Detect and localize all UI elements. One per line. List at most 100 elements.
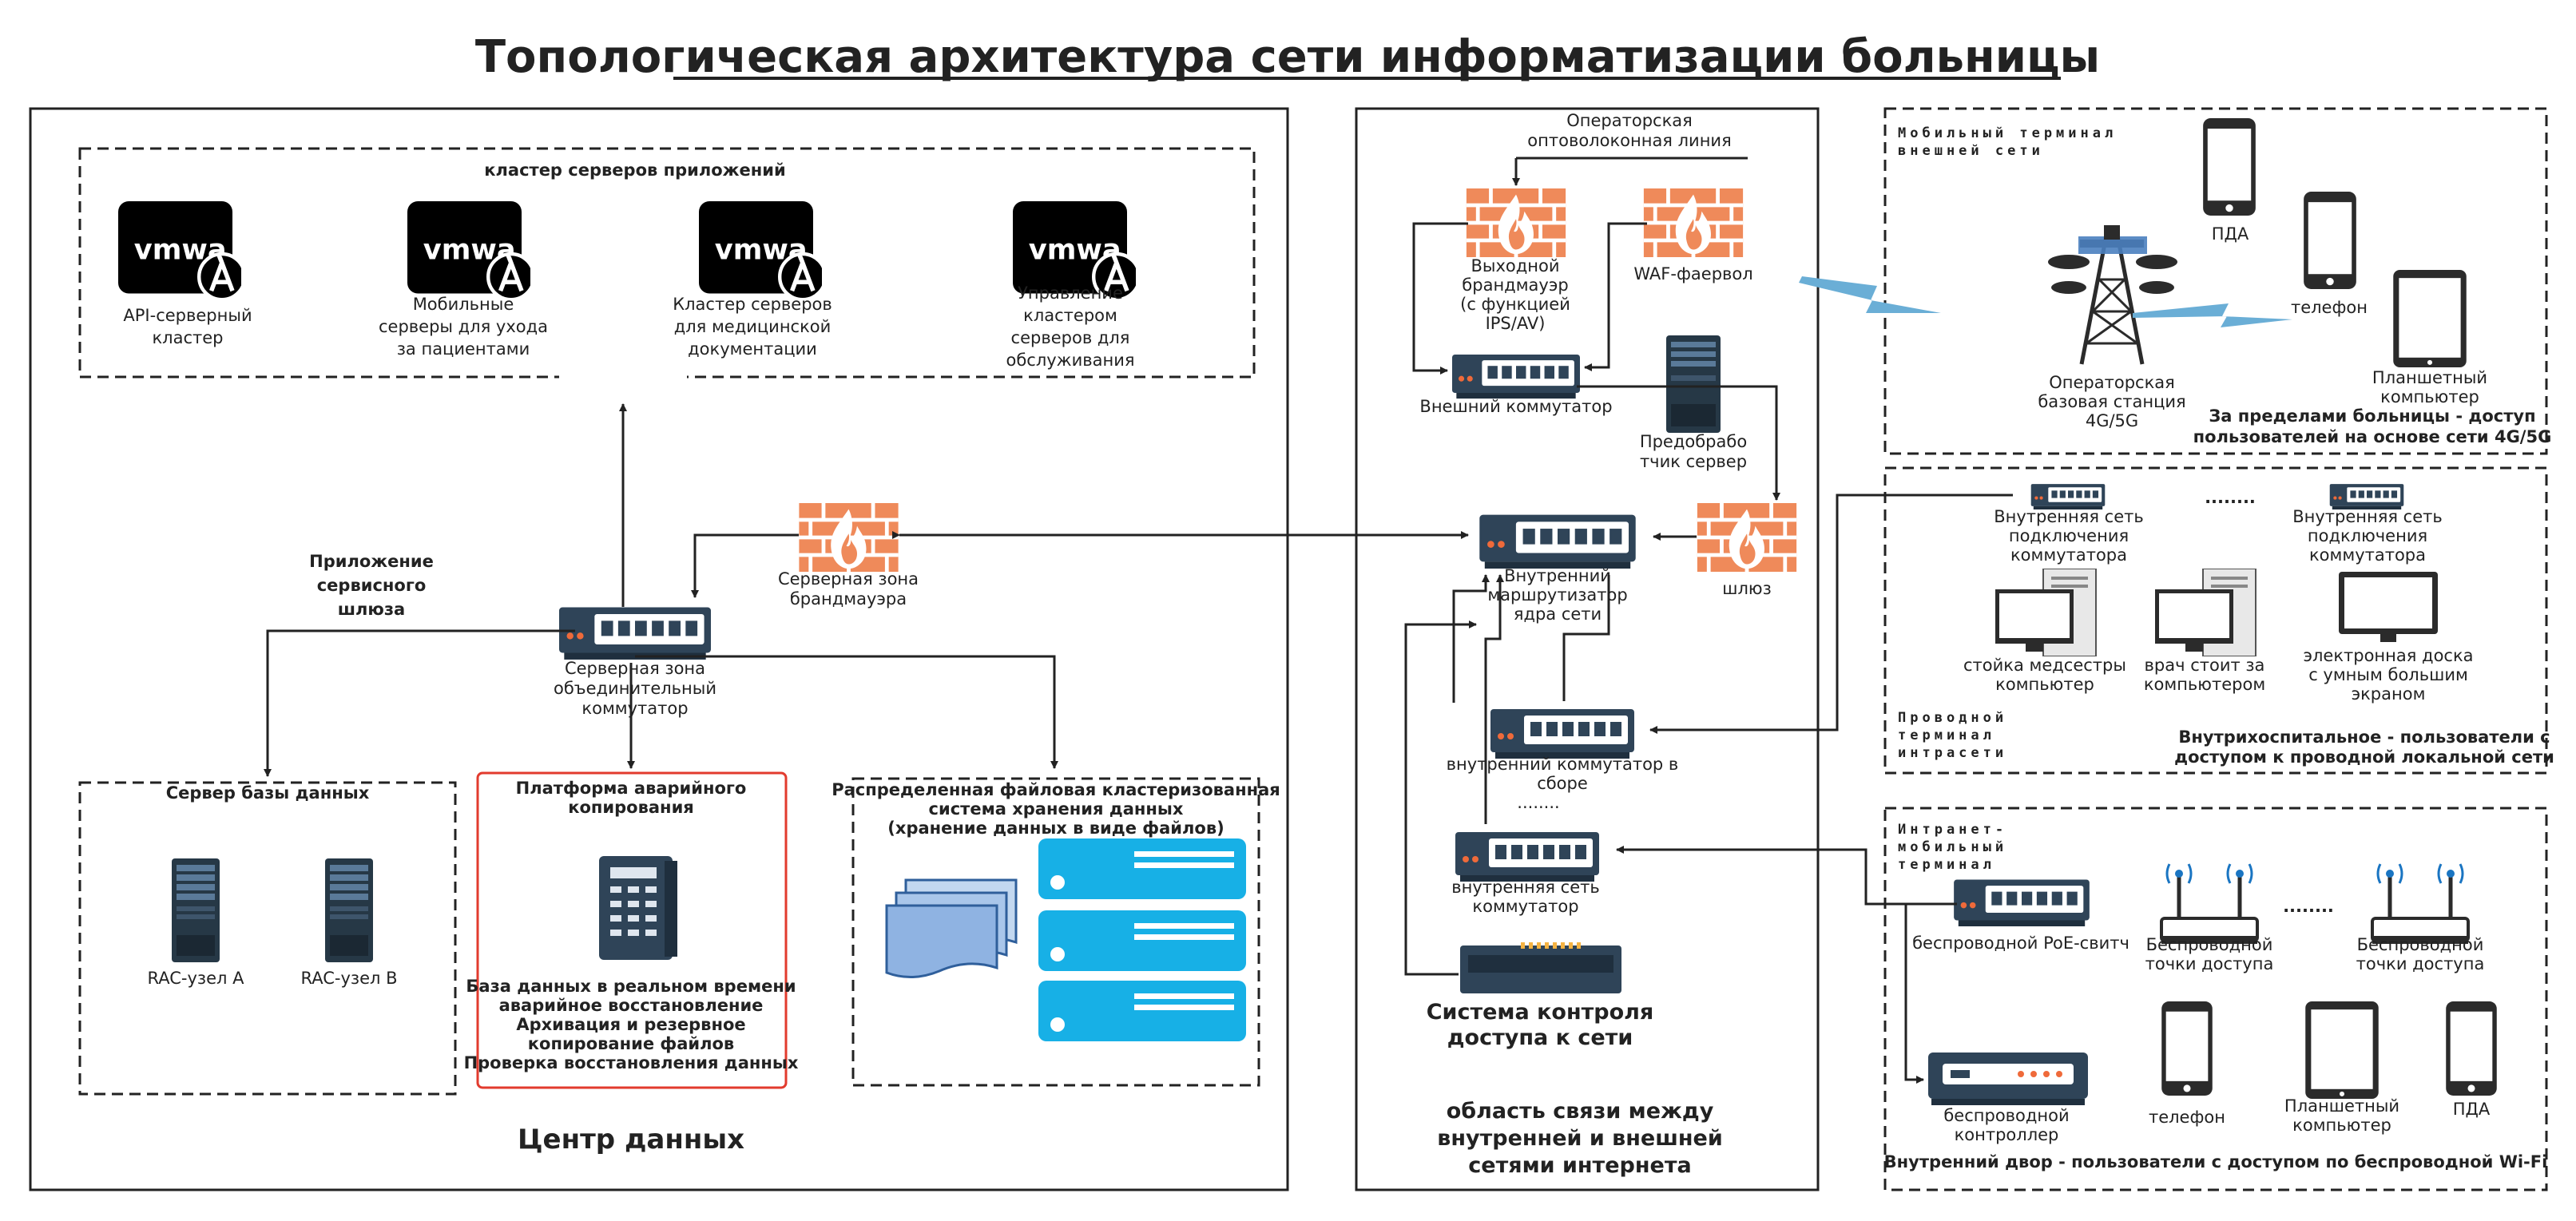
wired-sw2-label: Внутренняя сеть	[2292, 507, 2443, 526]
vm-label-line: серверы для ухода	[379, 317, 548, 336]
ext-switch-label: Внешний коммутатор	[1419, 397, 1612, 416]
db-box-title: Сервер базы данных	[166, 783, 370, 803]
link-wired-agg	[1649, 494, 2013, 734]
wired-terminal-zone	[1883, 466, 2548, 775]
server-zone-firewall: Серверная зона брандмауэра	[778, 503, 919, 609]
rac-node-b: RAC-узел B	[301, 858, 398, 988]
wired-caption: доступом к проводной локальной сети	[2174, 747, 2554, 767]
server-firewall-label: брандмауэра	[790, 589, 907, 609]
backup-title-line: копирования	[568, 798, 694, 817]
ap2-label: Беспроводной	[2357, 935, 2484, 954]
backup-appliance-icon	[599, 856, 677, 960]
board-label: электронная доска	[2303, 646, 2473, 665]
poe-label: беспроводной PoE-свитч	[1912, 934, 2129, 953]
ap1-label: Беспроводной	[2146, 935, 2273, 954]
vm-label-line: документации	[688, 339, 817, 359]
preproc-label: Предобрабо	[1640, 432, 1747, 451]
access-switch-label: внутренняя сеть	[1451, 878, 1600, 897]
egress-fw-label: брандмауэр	[1462, 276, 1568, 295]
wifi-tablet-label: Планшетный	[2284, 1096, 2399, 1116]
vm-label-line: кластером	[1023, 306, 1117, 325]
controller-label: контроллер	[1955, 1125, 2059, 1144]
isp-line-label: оптоволоконная линия	[1527, 131, 1731, 150]
link-egress-switch	[1412, 222, 1468, 375]
boundary-panel	[1355, 107, 1820, 1191]
wired-sw2-label: коммутатора	[2309, 545, 2426, 565]
rac-node-a-label: RAC-узел A	[148, 969, 245, 988]
external-mobile-zone	[1883, 107, 2548, 455]
tablet-device: Планшетный компьютер	[2372, 270, 2487, 406]
backup-line: Проверка восстановления данных	[464, 1053, 799, 1072]
tower-label: базовая станция	[2038, 392, 2185, 411]
vm-cluster-management: Управление кластером серверов для обслуж…	[1006, 201, 1139, 370]
wifi-caption: Внутренний двор - пользователи с доступо…	[1884, 1152, 2548, 1171]
nac-label: Система контроля	[1427, 1000, 1654, 1025]
gateway-label: шлюз	[1722, 579, 1771, 598]
datacenter-title: Центр данных	[518, 1124, 744, 1156]
wired-sw1-label: коммутатора	[2010, 545, 2127, 565]
ap2-label: точки доступа	[2356, 954, 2485, 973]
wired-dots: ........	[2205, 488, 2256, 507]
preprocessor-server: Предобрабо тчик сервер	[1640, 335, 1747, 471]
db-server-box	[78, 781, 457, 1096]
wifi-tag: мобильный	[1898, 839, 2007, 855]
link-access-core	[1484, 574, 1504, 824]
board-label: с умным большим	[2308, 665, 2468, 684]
backup-line: Архивация и резервное	[516, 1015, 745, 1034]
backup-line: База данных в реальном времени	[466, 977, 796, 996]
access-point-1: Беспроводной точки доступа	[2145, 864, 2274, 973]
nac-appliance: Система контроля доступа к сети	[1427, 942, 1654, 1050]
board-label: экраном	[2352, 684, 2426, 704]
wifi-tag: Интранет-	[1898, 822, 2007, 838]
wired-sw2-label: подключения	[2308, 526, 2427, 545]
nurse-station-pc: стойка медсестры компьютер	[1963, 569, 2126, 694]
storage-node-1	[1038, 838, 1246, 899]
backup-title-line: Платформа аварийного	[516, 779, 747, 798]
ap1-label: точки доступа	[2145, 954, 2274, 973]
link-switch-db	[264, 629, 575, 777]
gateway-app-line: шлюза	[338, 600, 405, 619]
agg-switch-label: внутренний коммутатор в	[1447, 755, 1679, 774]
wired-sw1-label: Внутренняя сеть	[1994, 507, 2144, 526]
datacenter-panel	[29, 107, 1289, 1191]
link-agg-core-2	[1562, 575, 1610, 701]
wireless-controller: беспроводной контроллер	[1928, 1053, 2088, 1144]
server-switch-label: объединительный	[554, 679, 716, 698]
vm-medical-docs-cluster: Кластер серверов для медицинской докумен…	[673, 201, 832, 359]
wired-switch-1: Внутренняя сеть подключения коммутатора	[1994, 484, 2144, 565]
server-switch-label: Серверная зона	[565, 659, 705, 678]
vm-mobile-care-servers: Мобильные серверы для ухода за пациентам…	[379, 201, 548, 359]
egress-fw-label: IPS/AV)	[1486, 314, 1546, 333]
gateway-firewall: шлюз	[1697, 503, 1796, 598]
link-waf-switch	[1584, 222, 1647, 371]
ext-mobile-caption: За пределами больницы - доступ	[2209, 406, 2535, 426]
backup-line: копирование файлов	[528, 1034, 734, 1053]
tablet-label: компьютер	[2380, 387, 2479, 406]
link-firewall-switch	[691, 533, 799, 598]
app-cluster-title: кластер серверов приложений	[484, 161, 785, 180]
wired-sw1-label: подключения	[2009, 526, 2129, 545]
vm-label-line: Управление	[1018, 283, 1123, 303]
agg-dots: ........	[1517, 793, 1559, 812]
wifi-tablet-label: компьютер	[2292, 1116, 2391, 1135]
backup-line: аварийное восстановление	[499, 996, 764, 1015]
link-agg-core	[1452, 574, 1490, 703]
link-nac-core	[1404, 620, 1477, 976]
dc-links	[264, 403, 1469, 777]
vm-label-line: обслуживания	[1006, 351, 1134, 370]
cell-tower-icon	[2048, 225, 2177, 365]
egress-firewall: Выходной брандмауэр (с функцией IPS/AV)	[1460, 188, 1570, 333]
poe-switch: беспроводной PoE-свитч	[1912, 879, 2129, 953]
pda-label: ПДА	[2212, 224, 2249, 244]
boundary-caption: сетями интернета	[1468, 1153, 1691, 1178]
tablet-label: Планшетный	[2372, 368, 2487, 387]
wifi-terminal-zone	[1883, 807, 2548, 1191]
waf-label: WAF-фаервол	[1633, 264, 1752, 283]
storage-node-2	[1038, 910, 1246, 971]
ext-mobile-tag: Мобильный терминал	[1898, 125, 2117, 141]
ap-dots: ........	[2283, 897, 2334, 916]
waf-firewall: WAF-фаервол	[1633, 188, 1753, 283]
wireless-bolt-left	[1799, 276, 1941, 313]
nac-label: доступа к сети	[1447, 1025, 1633, 1050]
